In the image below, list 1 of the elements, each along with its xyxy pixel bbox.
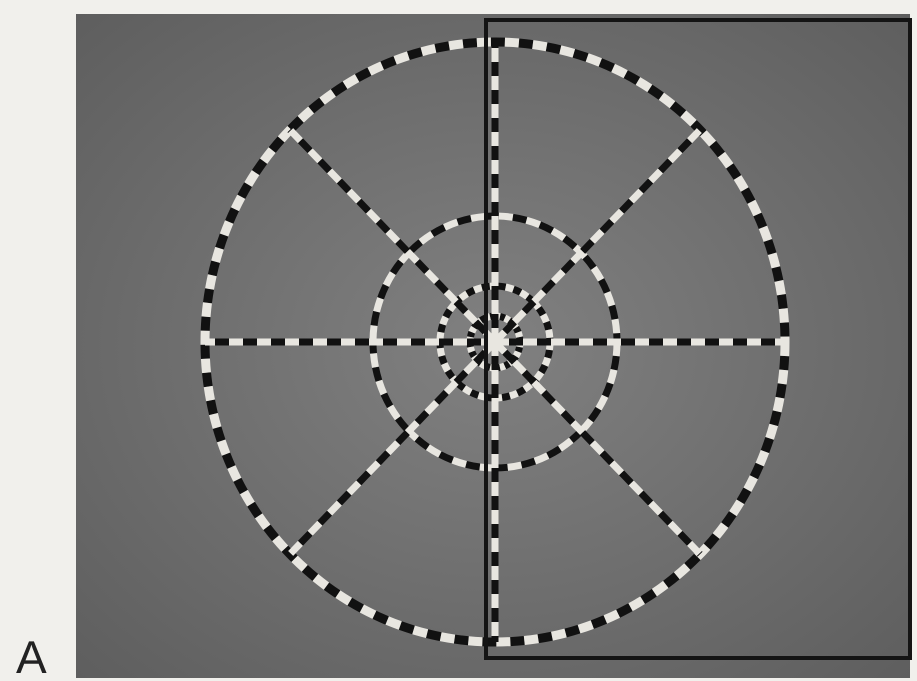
panel-label: A — [16, 634, 47, 680]
